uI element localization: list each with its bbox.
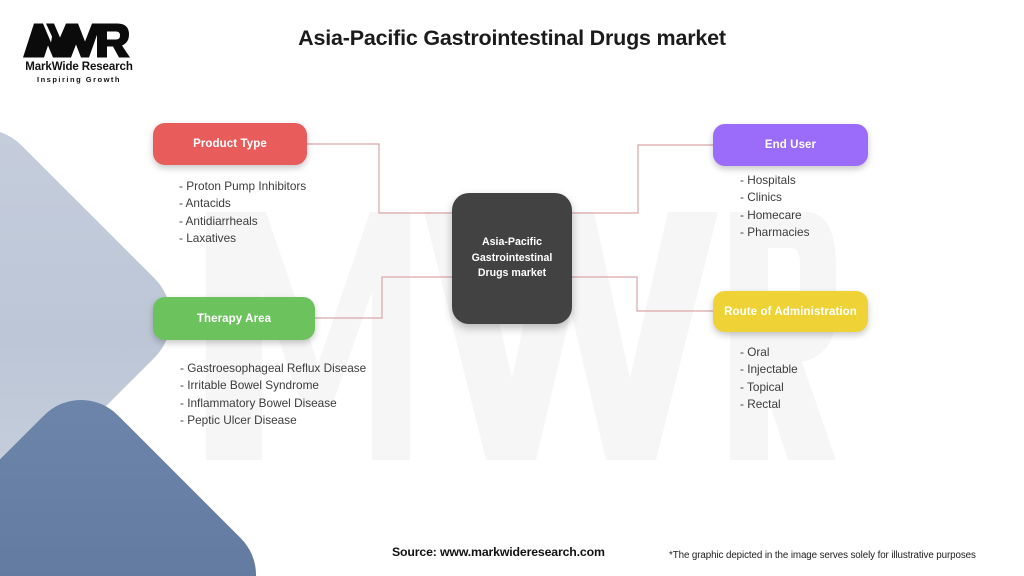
- branch-label-therapy-area: Therapy Area: [196, 312, 272, 325]
- mwr-monogram-icon: [23, 23, 130, 58]
- list-item: - Rectal: [740, 397, 781, 412]
- connector-product-type: [307, 143, 452, 214]
- connector-end-user: [572, 144, 713, 214]
- list-item: - Oral: [740, 345, 770, 359]
- branch-items-route-of-administration: - Oral - Injectable - Topical - Rectal: [740, 344, 798, 414]
- branch-pill-route-of-administration[interactable]: Route of Administration: [713, 291, 868, 332]
- page-title: Asia-Pacific Gastrointestinal Drugs mark…: [298, 26, 726, 50]
- branch-items-product-type: - Proton Pump Inhibitors - Antacids - An…: [179, 178, 306, 248]
- source-attribution: Source: www.markwideresearch.com: [392, 545, 605, 559]
- branch-label-end-user: End User: [764, 139, 817, 151]
- brand-logo: MarkWide Research Inspiring Growth: [16, 20, 142, 90]
- list-item: - Laxatives: [179, 231, 237, 246]
- connector-therapy-area: [315, 276, 452, 319]
- branch-label-product-type: Product Type: [193, 138, 267, 150]
- list-item: - Gastroesophageal Reflux Disease: [180, 361, 367, 375]
- list-item: - Topical: [740, 379, 784, 394]
- branch-items-therapy-area: - Gastroesophageal Reflux Disease - Irri…: [180, 360, 366, 430]
- list-item: - Hospitals: [740, 173, 796, 187]
- list-item: - Antacids: [179, 196, 231, 211]
- list-item: - Proton Pump Inhibitors: [179, 179, 307, 193]
- disclaimer-note: *The graphic depicted in the image serve…: [669, 550, 976, 561]
- list-item: - Irritable Bowel Syndrome: [180, 378, 319, 393]
- center-node: Asia-Pacific Gastrointestinal Drugs mark…: [452, 193, 572, 324]
- branch-items-end-user: - Hospitals - Clinics - Homecare - Pharm…: [740, 172, 810, 242]
- center-node-line-2: Gastrointestinal: [471, 251, 553, 264]
- list-item: - Homecare: [740, 207, 802, 222]
- connector-route-of-administration: [572, 276, 713, 312]
- list-item: - Antidiarrheals: [179, 213, 258, 228]
- list-item: - Inflammatory Bowel Disease: [180, 395, 337, 410]
- logo-company-name: MarkWide Research: [25, 61, 133, 73]
- center-node-line-1: Asia-Pacific: [481, 236, 543, 249]
- branch-pill-therapy-area[interactable]: Therapy Area: [153, 297, 315, 340]
- list-item: - Peptic Ulcer Disease: [180, 413, 297, 428]
- list-item: - Pharmacies: [740, 225, 810, 240]
- branch-pill-end-user[interactable]: End User: [713, 124, 868, 166]
- center-node-line-3: Drugs market: [477, 267, 547, 280]
- list-item: - Injectable: [740, 362, 798, 377]
- branch-pill-product-type[interactable]: Product Type: [153, 123, 307, 165]
- logo-tagline: Inspiring Growth: [37, 75, 121, 84]
- list-item: - Clinics: [740, 190, 782, 205]
- branch-label-route-of-administration: Route of Administration: [724, 305, 857, 318]
